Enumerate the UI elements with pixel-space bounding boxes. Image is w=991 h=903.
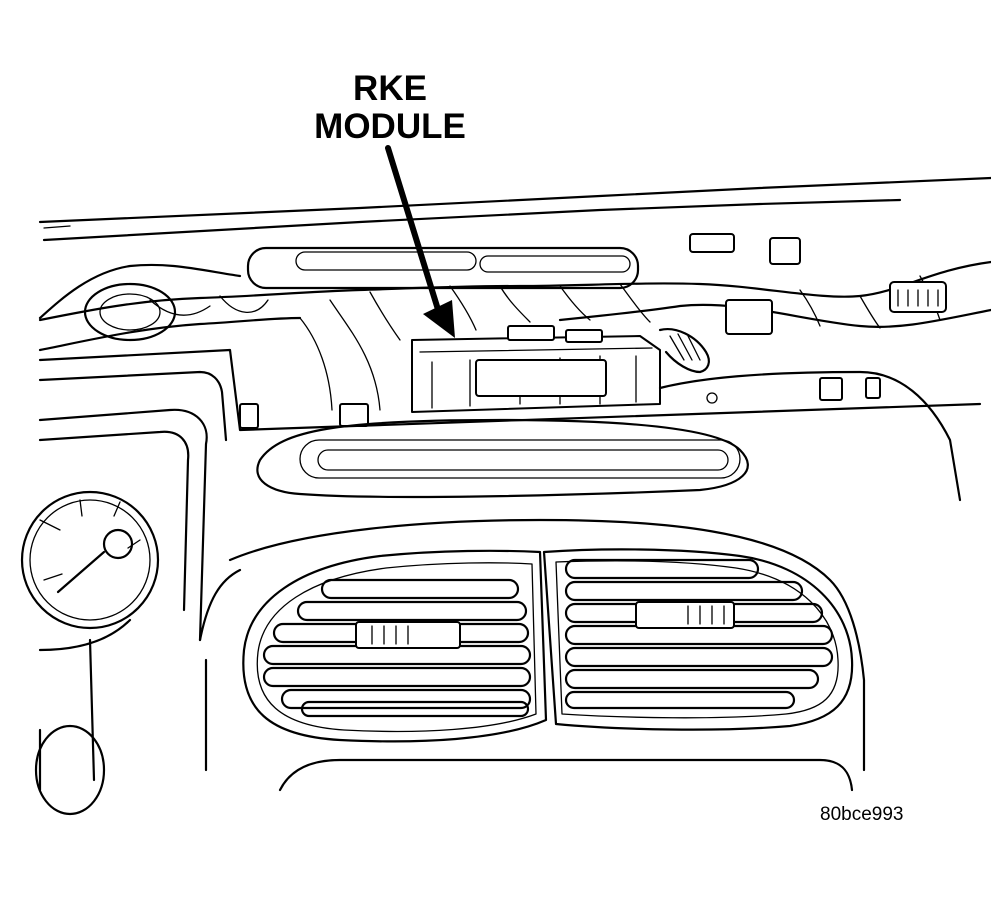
center-stack: [198, 518, 866, 792]
callout-line-2: MODULE: [314, 107, 466, 146]
figure-reference-code: 80bce993: [820, 804, 904, 825]
rke-module-callout-label: RKE MODULE: [300, 70, 480, 146]
rke-module: [411, 325, 661, 413]
windshield-trim: [38, 176, 991, 242]
callout-line-1: RKE: [353, 69, 427, 108]
defroster-vent: [256, 418, 749, 499]
instrument-cluster: [20, 408, 208, 816]
harness-connectors: [689, 233, 947, 335]
callout-arrow: [385, 145, 455, 338]
vent-right: [542, 548, 854, 731]
dash-top-edge: [38, 348, 982, 502]
vent-left: [242, 549, 548, 743]
wiring-harness: [38, 260, 991, 411]
